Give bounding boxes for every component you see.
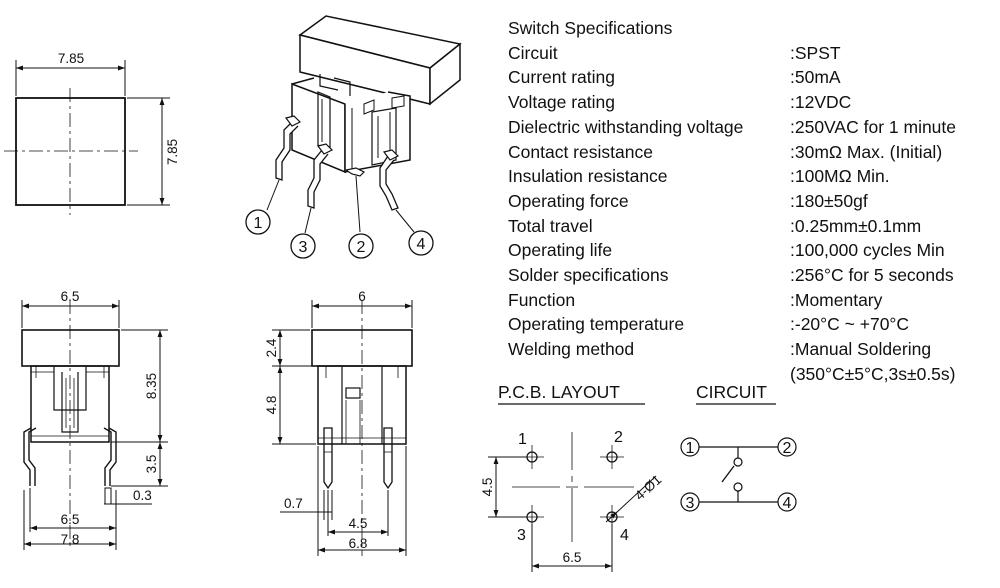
iso-pin-3 [307,149,329,209]
spec-value: :30mΩ Max. (Initial) [790,141,943,162]
spec-value: :SPST [790,42,841,63]
pcb-layout: P.C.B. LAYOUT 1 2 3 4 4.5 6.5 4-Ø1 [480,382,664,572]
top-view-width-label: 7.85 [58,51,84,66]
circuit-title: CIRCUIT [696,382,767,402]
front-width-top-label: 6.5 [61,289,80,304]
pcb-layout-title: P.C.B. LAYOUT [498,382,620,402]
spec-value: :256°C for 5 seconds [790,265,954,285]
circuit-pin-label-3: 3 [686,495,695,512]
spec-label: Circuit [508,42,558,63]
front-view: 6.5 8.35 3.5 0.3 6.5 7.8 [21,289,168,550]
spec-label: Solder specifications [508,265,669,285]
front-pin-thickness-label: 0.3 [133,488,152,503]
pcb-pin-label-4: 4 [620,527,629,544]
side-view-pin-left [323,427,333,490]
front-view-cap [21,329,120,367]
circuit-switch-contact [721,465,735,483]
specifications-title: Switch Specifications [508,18,673,38]
side-body-height-label: 4.8 [264,396,279,415]
iso-pin-label-1: 1 [254,215,263,232]
spec-label: Voltage rating [508,92,616,113]
spec-value: :50mA [790,67,841,88]
iso-pin-2 [344,167,366,177]
circuit-pin-label-2: 2 [783,440,792,457]
pcb-pin-label-1: 1 [518,431,527,448]
iso-pin-label-4: 4 [417,236,426,253]
front-height-label: 8.35 [144,373,159,399]
iso-pin-label-3: 3 [299,239,308,256]
spec-label: Current rating [508,67,615,88]
side-view: 6 2.4 4.8 0.7 4.5 6.8 [264,289,413,556]
spec-label: Insulation resistance [508,166,668,187]
spec-value: :Manual Soldering [790,339,932,360]
side-pin-width-label: 0.7 [284,496,303,511]
side-cap-height-label: 2.4 [264,338,279,357]
iso-pin-1 [275,121,299,181]
pcb-hole-label: 4-Ø1 [632,472,664,503]
circuit-pin-label-4: 4 [783,495,792,512]
side-width-top-label: 6 [358,289,366,304]
spec-label: Operating temperature [508,314,685,335]
spec-value: :Momentary [790,289,883,310]
iso-pin-4 [379,155,399,211]
spec-label: Total travel [508,215,593,236]
spec-value: :-20°C ~ +70°C [790,314,910,335]
spec-label: Function [508,289,576,310]
spec-label: Operating life [508,240,613,261]
top-view-height-label: 7.85 [165,139,180,165]
iso-cap-right [429,42,461,106]
circuit-bottom-wire [699,491,778,503]
circuit-pin-label-1: 1 [686,440,695,457]
spec-value: :250VAC for 1 minute [790,116,957,137]
front-view-pin-right [103,427,117,486]
spec-value: :100MΩ Min. [790,166,890,187]
spec-label: Dielectric withstanding voltage [508,116,744,137]
top-view-outline [15,97,126,206]
spec-value: (350°C±5°C,3s±0.5s) [790,363,956,384]
front-pin-height-label: 3.5 [144,455,159,474]
spec-value: :0.25mm±0.1mm [790,215,922,236]
front-width-inner-label: 6.5 [61,512,80,527]
pcb-pin-label-2: 2 [614,429,623,446]
pcb-pin-label-3: 3 [517,527,526,544]
top-view: 7.85 7.85 [4,51,180,215]
pcb-pitch-v-label: 4.5 [480,478,495,497]
isometric-view: 1 3 2 4 [245,15,462,259]
side-view-pin-right [383,427,393,490]
spec-label: Contact resistance [508,141,653,162]
spec-value: :100,000 cycles Min [790,240,945,261]
circuit-top-wire [699,446,778,458]
spec-label: Operating force [508,190,629,211]
front-width-total-label: 7.8 [61,532,80,547]
iso-pin-label-2: 2 [357,239,366,256]
spec-value: :180±50gf [790,190,868,211]
pcb-pitch-h-label: 6.5 [563,550,582,565]
side-width-total-label: 6.8 [349,536,368,551]
circuit-diagram: CIRCUIT 1 2 3 4 [680,382,797,512]
spec-value: :12VDC [790,92,852,113]
side-pin-pitch-label: 4.5 [349,516,368,531]
front-view-pin-left [23,427,37,486]
spec-label: Welding method [508,339,635,360]
front-view-body [30,365,110,443]
